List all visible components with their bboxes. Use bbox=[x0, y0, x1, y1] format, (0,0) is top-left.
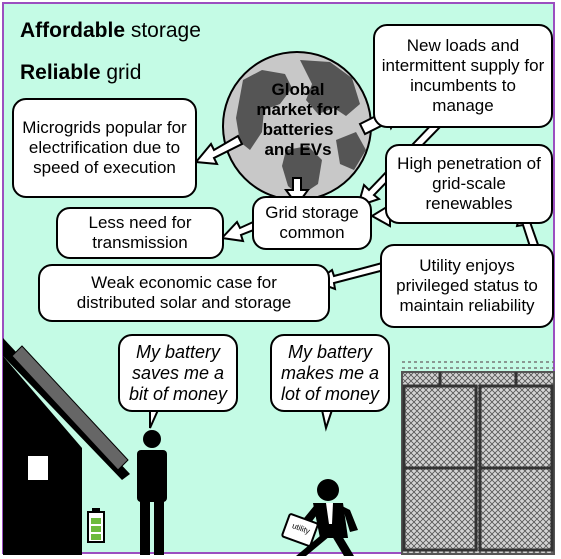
globe-icon bbox=[222, 51, 372, 201]
box-new-loads: New loads and intermittent supply for in… bbox=[373, 24, 553, 128]
heading-reliable-bold: Reliable bbox=[20, 61, 101, 84]
arrow-globe-to-microgrids bbox=[194, 134, 244, 166]
box-weak-case: Weak economic case for distributed solar… bbox=[38, 264, 330, 322]
box-microgrids: Microgrids popular for electrification d… bbox=[12, 98, 197, 198]
box-utility: Utility enjoys privileged status to main… bbox=[380, 244, 554, 328]
briefcase-icon bbox=[281, 513, 319, 547]
globe-label: Global market for batteries and EVs bbox=[256, 80, 340, 159]
heading-storage-text: storage bbox=[125, 19, 201, 42]
speech-bubble-tails bbox=[149, 409, 334, 432]
speech-bubble-bit-of-money: My battery saves me a bit of money bbox=[118, 334, 238, 412]
heading-grid-text: grid bbox=[100, 61, 142, 84]
box-grid-storage: Grid storage common bbox=[252, 196, 372, 250]
battery-icon bbox=[87, 508, 105, 543]
man-silhouette-icon bbox=[137, 430, 167, 555]
box-less-need: Less need for transmission bbox=[56, 207, 224, 259]
box-high-penetration: High penetration of grid-scale renewable… bbox=[385, 144, 553, 224]
house-illustration bbox=[3, 338, 130, 555]
heading-affordable-bold: Affordable bbox=[20, 19, 125, 42]
speech-bubble-lot-of-money: My battery makes me a lot of money bbox=[270, 334, 390, 412]
businessman-silhouette-icon bbox=[281, 479, 358, 556]
solar-panel-icon bbox=[11, 345, 129, 471]
heading-reliable-grid: Reliable grid bbox=[20, 62, 141, 83]
window-icon bbox=[28, 456, 48, 480]
fence-illustration bbox=[401, 361, 555, 555]
heading-affordable-storage: Affordable storage bbox=[20, 20, 201, 41]
